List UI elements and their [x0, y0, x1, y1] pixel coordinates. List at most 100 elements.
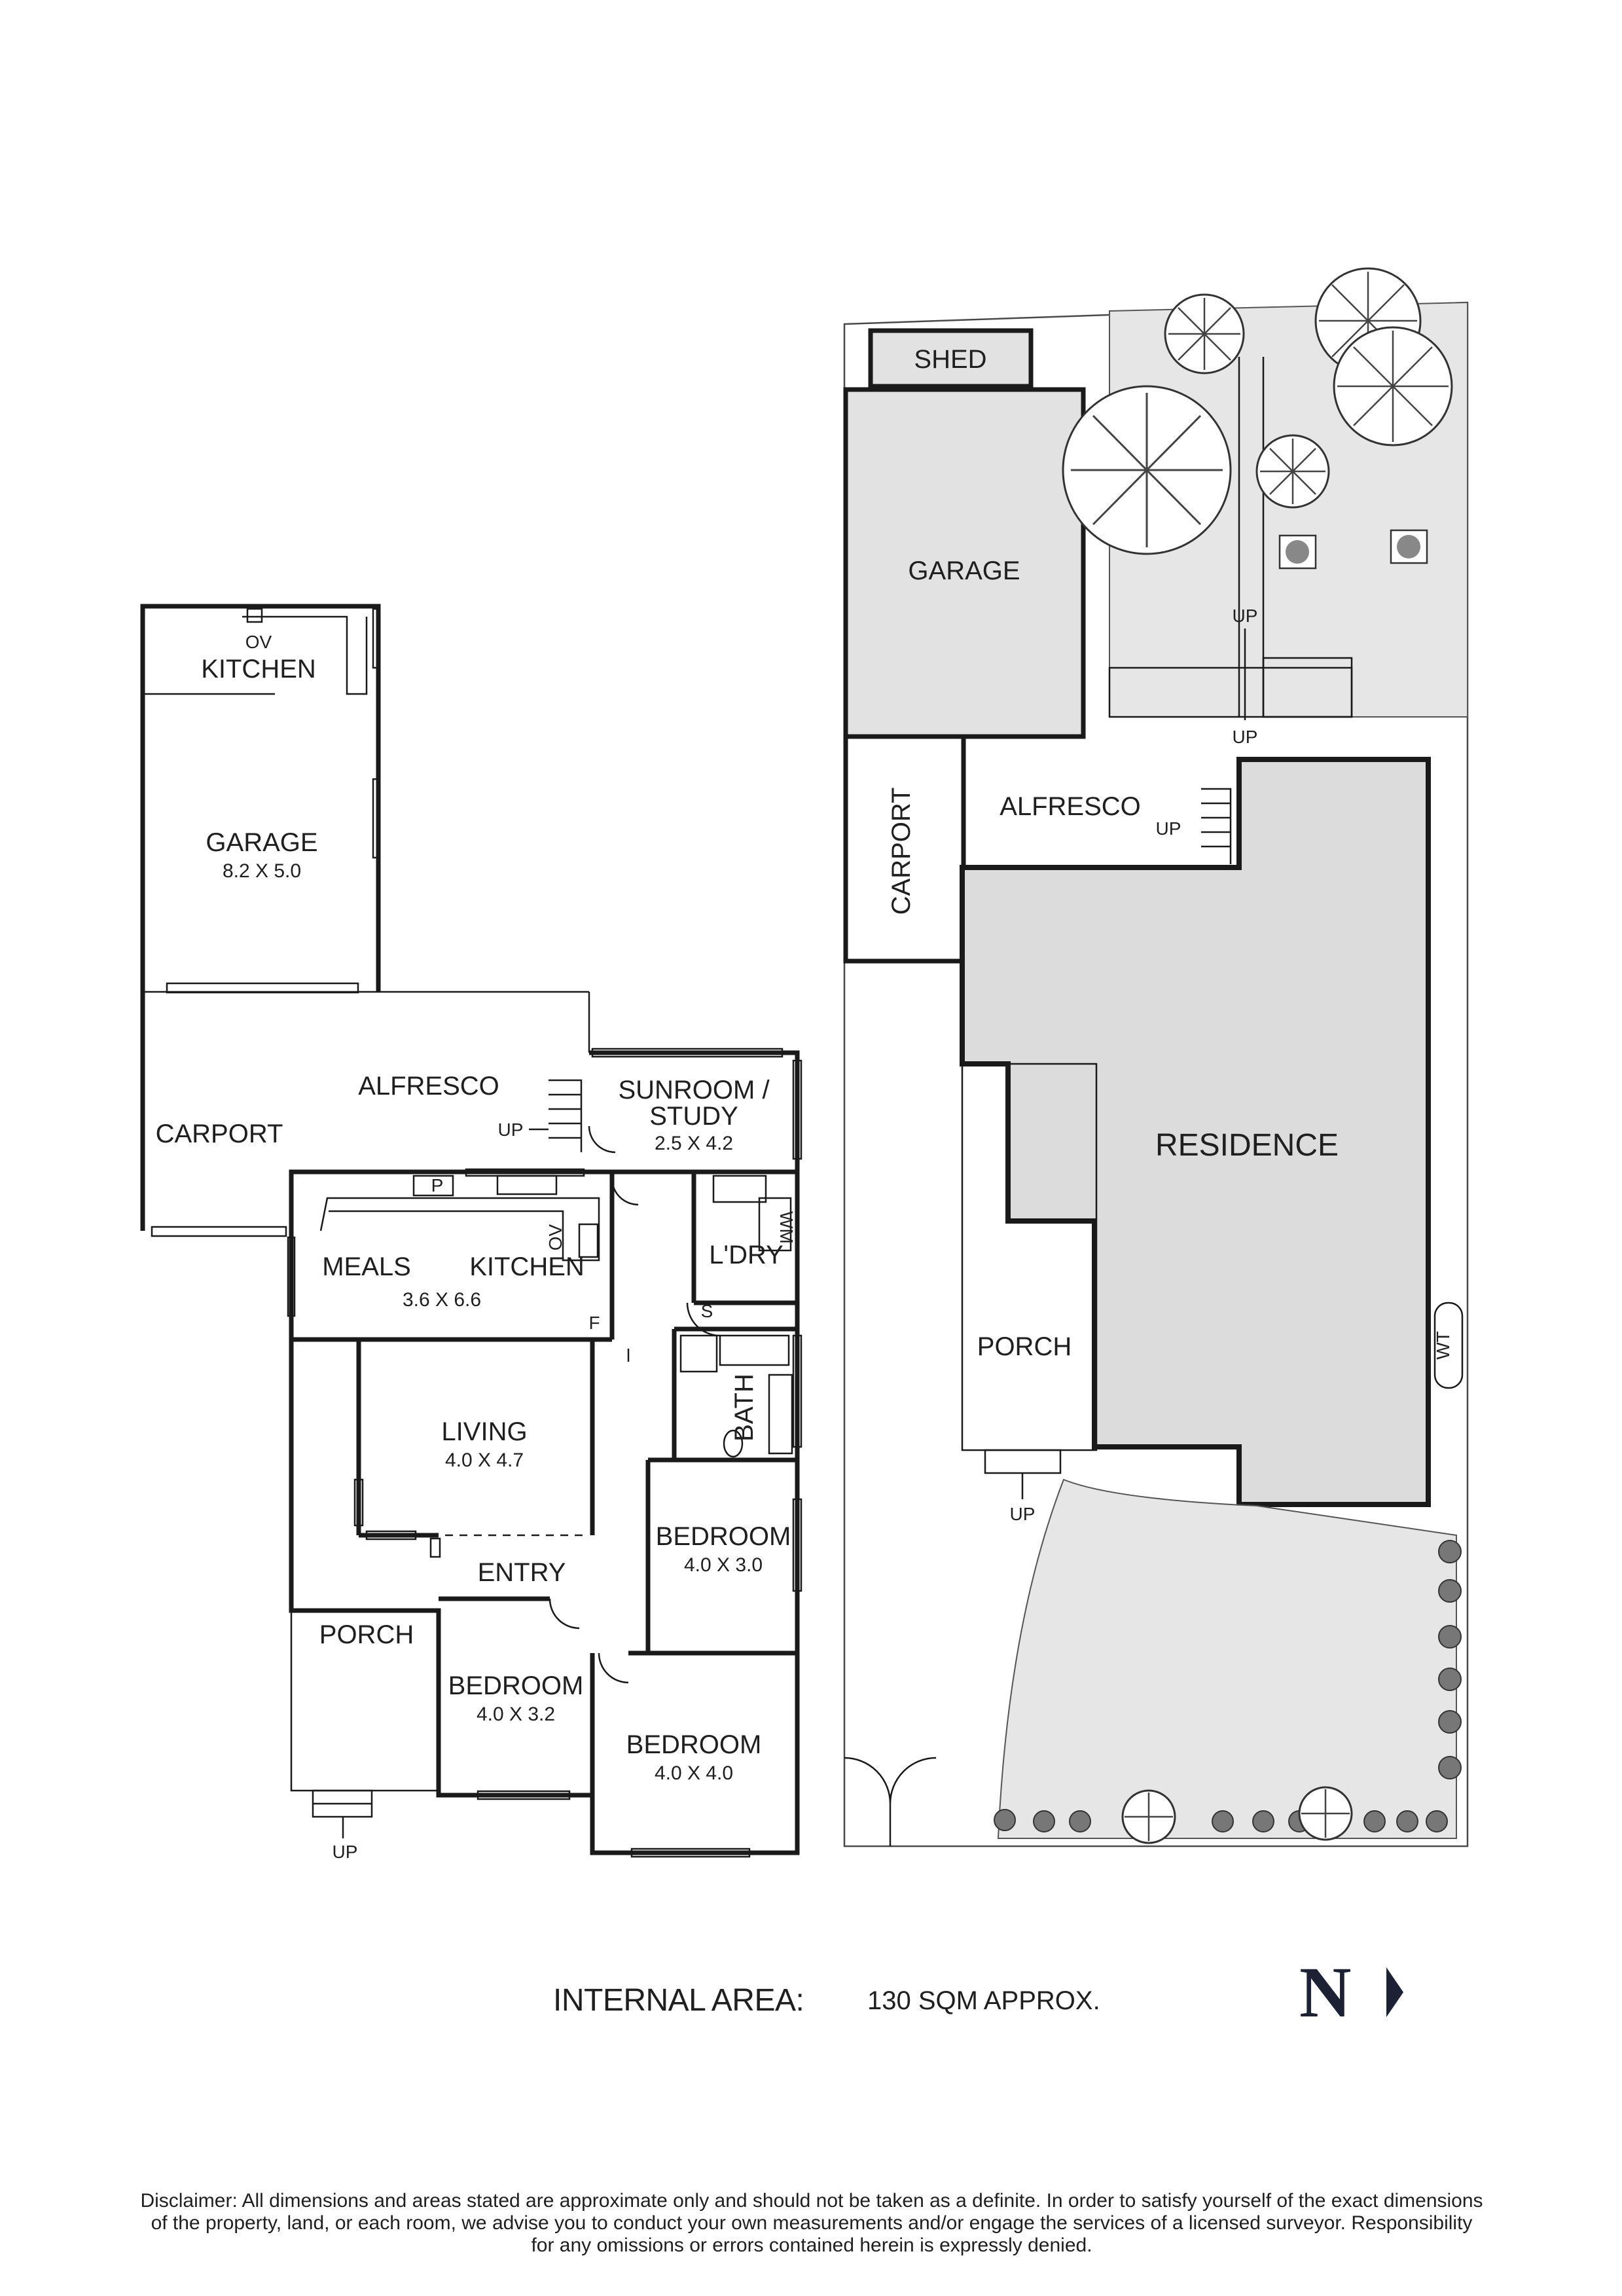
carport-label: CARPORT — [156, 1120, 283, 1148]
kitchen-door-swing — [611, 1178, 639, 1206]
shower-label: S — [701, 1301, 713, 1321]
shrub-row-right — [1438, 1540, 1462, 1779]
sunroom-label-1: SUNROOM / — [618, 1076, 770, 1104]
wm — [758, 1197, 792, 1252]
residence — [960, 757, 1431, 1507]
site-residence-label: RESIDENCE — [1155, 1128, 1339, 1163]
site-garage-label: GARAGE — [908, 556, 1020, 585]
garage-window-right-2 — [372, 778, 381, 859]
tree-large — [1062, 385, 1232, 555]
sunroom-dim: 2.5 X 4.2 — [655, 1133, 733, 1154]
bath-shower — [679, 1334, 718, 1373]
toilet — [723, 1429, 744, 1458]
kitchen-dim: 3.6 X 6.6 — [403, 1289, 481, 1311]
front-gate — [844, 1757, 937, 1846]
tree-front-2 — [1298, 1786, 1353, 1841]
living-dim: 4.0 X 4.7 — [445, 1449, 524, 1471]
garage-sink — [246, 608, 263, 623]
bedroom3-dim: 4.0 X 4.0 — [655, 1762, 733, 1784]
planter-2 — [1390, 529, 1428, 564]
bedroom3-label: BEDROOM — [626, 1730, 762, 1759]
bedroom2-door-swing — [549, 1598, 580, 1630]
site-shed-label: SHED — [914, 345, 986, 374]
wt-label: WT — [1433, 1331, 1453, 1360]
sunroom-label-2: STUDY — [649, 1102, 738, 1131]
internal-area-label: INTERNAL AREA: — [553, 1983, 804, 2018]
site-garden-up-2: UP — [1233, 727, 1258, 747]
entry-label: ENTRY — [478, 1558, 566, 1587]
garage-window-right — [372, 608, 381, 669]
meals-label: MEALS — [322, 1252, 411, 1281]
porch-post — [429, 1537, 441, 1558]
garage-kitchen-oven: OV — [245, 632, 272, 652]
pantry — [412, 1175, 454, 1197]
water-tank — [1433, 1302, 1464, 1389]
house-walls — [289, 1169, 800, 1855]
site-porch-label: PORCH — [977, 1332, 1072, 1361]
front-garden — [997, 1478, 1457, 1839]
site-alfresco-up: UP — [1156, 818, 1181, 839]
alfresco-up-label: UP — [498, 1120, 524, 1140]
bath-vanity — [768, 1374, 793, 1455]
alfresco-label: ALFRESCO — [358, 1072, 499, 1101]
garage-kitchen-label: KITCHEN — [201, 655, 316, 683]
tree-top-small — [1164, 293, 1245, 374]
sunroom-window-top — [591, 1048, 784, 1058]
bedroom3-door-swing — [598, 1652, 629, 1684]
kitchen-oven: OV — [545, 1224, 566, 1250]
kitchen-label: KITCHEN — [469, 1252, 585, 1281]
tree-front-1 — [1121, 1789, 1176, 1844]
bedroom1-window — [792, 1498, 802, 1592]
disclaimer: Disclaimer: All dimensions and areas sta… — [59, 2190, 1564, 2257]
site-alfresco-steps — [1201, 788, 1232, 864]
meals-window-left — [287, 1236, 296, 1317]
tree-right — [1333, 326, 1453, 446]
porch-walls — [290, 1339, 439, 1792]
kitchen-window-top — [465, 1168, 585, 1177]
bedroom2-dim: 4.0 X 3.2 — [477, 1704, 555, 1725]
kitchen-cooktop — [578, 1223, 599, 1258]
bedroom2-label: BEDROOM — [448, 1671, 584, 1700]
site-garage — [843, 387, 1086, 739]
living-label: LIVING — [441, 1417, 527, 1446]
garage-dim: 8.2 X 5.0 — [223, 860, 301, 882]
kitchen-bench — [319, 1197, 600, 1262]
shed — [868, 328, 1034, 389]
garage-walls — [140, 604, 381, 1231]
garage-kitchen-counter — [242, 615, 368, 695]
laundry-label: L'DRY — [709, 1241, 784, 1269]
disclaimer-line-1: Disclaimer: All dimensions and areas sta… — [140, 2190, 1483, 2212]
disclaimer-line-3: for any omissions or errors contained he… — [531, 2234, 1092, 2256]
bath-window — [792, 1334, 802, 1448]
wm-label: WM — [776, 1211, 797, 1244]
fridge-label: F — [588, 1313, 600, 1333]
sunroom-door-swing — [588, 1125, 616, 1154]
site-garden-up: UP — [1233, 606, 1258, 626]
north-letter: N — [1299, 1952, 1352, 2032]
site-porch-up: UP — [1010, 1504, 1036, 1524]
bathtub — [719, 1334, 790, 1366]
living-entry-window — [365, 1530, 417, 1540]
kitchen-sink — [496, 1175, 558, 1195]
bedroom3-window — [630, 1848, 751, 1858]
sunroom-window-right — [792, 1059, 802, 1160]
tree-mid — [1255, 434, 1330, 509]
porch-up-label: UP — [333, 1842, 358, 1862]
laundry-tub — [712, 1175, 767, 1203]
bedroom1-label: BEDROOM — [656, 1522, 791, 1551]
bedroom1-dim: 4.0 X 3.0 — [684, 1554, 763, 1576]
living-window — [353, 1478, 364, 1527]
internal-area-value: 130 SQM APPROX. — [867, 1986, 1100, 2015]
sunroom-walls — [589, 1050, 800, 1172]
pantry-label: P — [431, 1175, 444, 1195]
site-plan: SHED GARAGE CARPORT ALFRESCO UP RESIDENC… — [843, 267, 1469, 1848]
shrub-row-front — [994, 1809, 1448, 1832]
disclaimer-line-2: of the property, land, or each room, we … — [151, 2212, 1473, 2234]
north-arrow-icon — [1386, 1967, 1403, 2017]
garage-label: GARAGE — [206, 828, 317, 857]
alfresco-steps — [549, 1079, 583, 1152]
site-carport-label: CARPORT — [887, 788, 916, 915]
carport-door — [151, 1226, 287, 1237]
site-carport — [843, 734, 966, 964]
